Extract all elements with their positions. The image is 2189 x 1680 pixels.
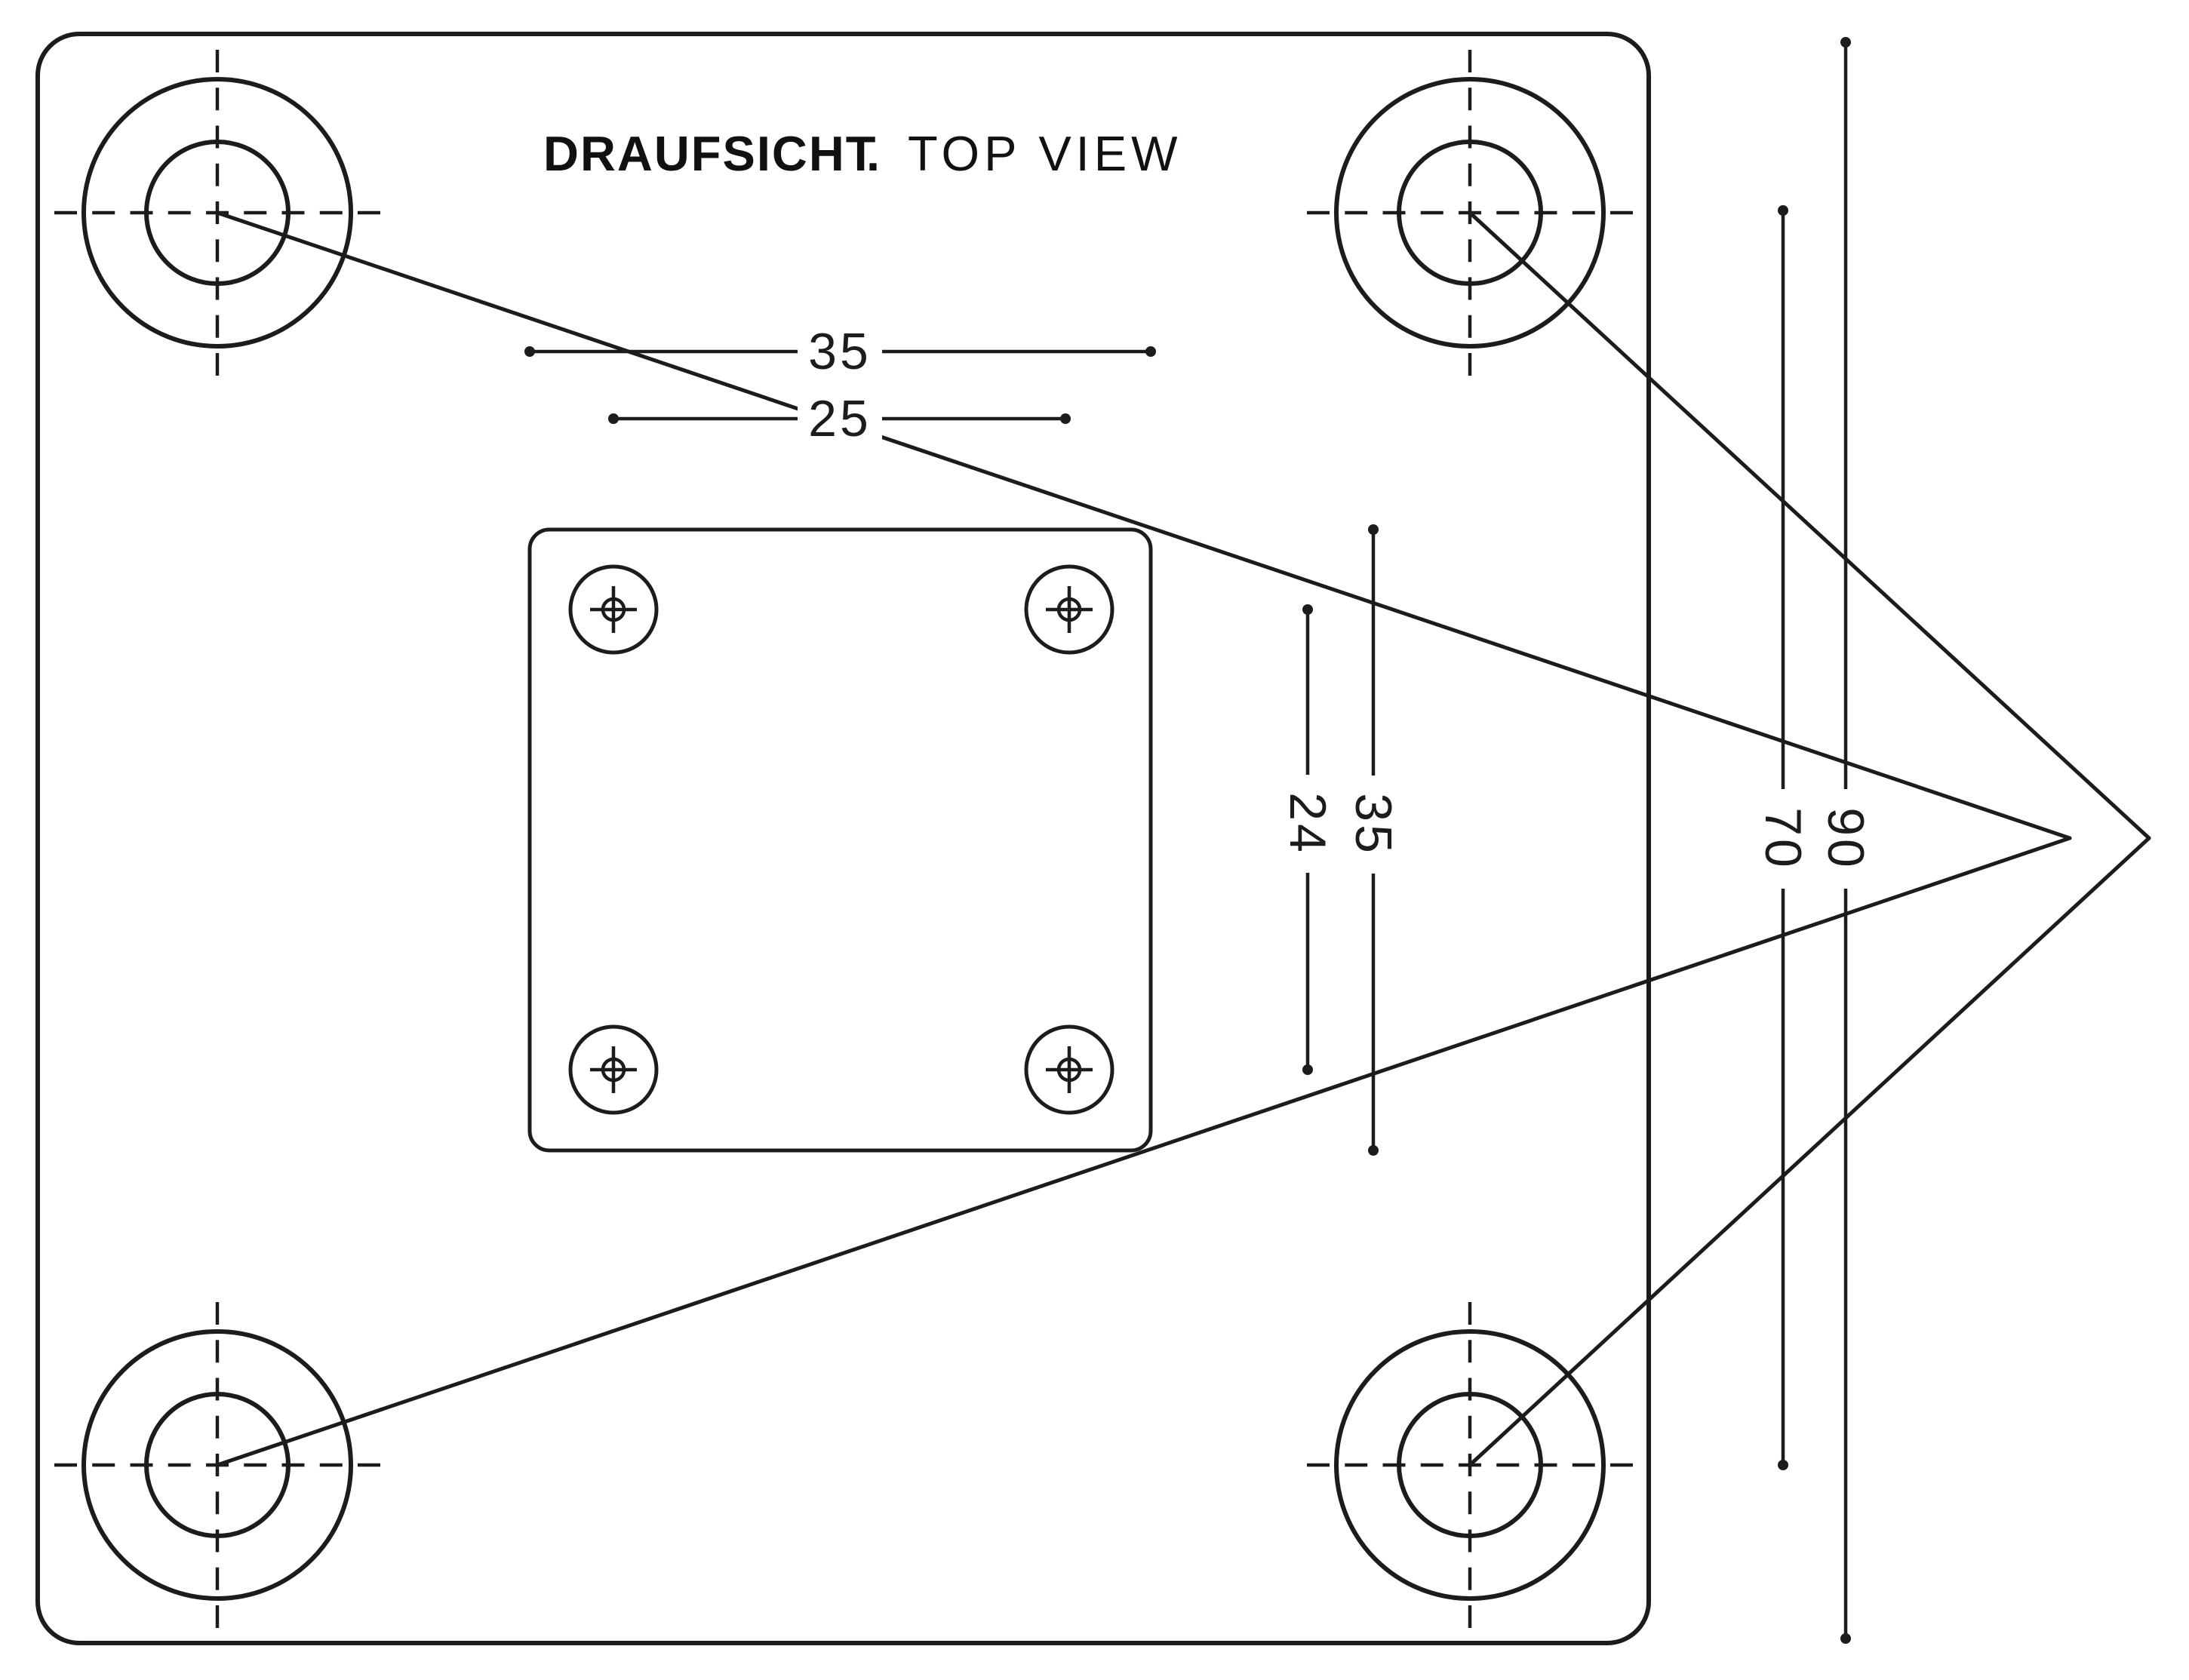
base-plate-outline [35,32,1651,1645]
hole-circle [568,1024,659,1115]
hole-circle [568,564,659,655]
drawing-title: DRAUFSICHT . TOP VIEW [543,126,1182,181]
leader-top-left-hole [215,210,2072,840]
mounting-hole-top-left [568,564,659,655]
dimension-center-plate-height: 35 [1340,524,1407,1156]
dimension-end-dot [1145,346,1156,357]
dimension-lines: 35 25 24 35 70 [524,37,1879,1644]
title-separator: . [866,126,881,181]
dimension-center-hole-spacing-x: 25 [608,385,1071,452]
dimension-end-dot [524,346,535,357]
label-knockout [798,385,882,452]
hole-circle [1024,564,1114,655]
dimension-end-dot [1368,524,1379,535]
mounting-hole-bottom-left [568,1024,659,1115]
dimension-end-dot [1368,1145,1379,1156]
dimension-value: 25 [808,390,872,447]
dimension-end-dot [1778,1460,1788,1470]
dimension-end-dot [1302,604,1313,615]
counterbore-circle [1334,77,1606,349]
counterbore-circle [81,1329,353,1601]
leader-bottom-right-hole [1468,836,2151,1467]
title-primary: DRAUFSICHT [543,126,877,181]
dimension-corner-hole-spacing: 70 [1750,205,1816,1470]
dimension-end-dot [1302,1064,1313,1075]
mounting-hole-bottom-right [1024,1024,1114,1115]
label-knockout [798,318,882,385]
dimension-value: 35 [1345,793,1402,856]
dimension-end-dot [1840,37,1851,48]
dimension-center-hole-spacing-y: 24 [1274,604,1341,1075]
hole-circle [1024,1024,1114,1115]
mounting-plate-outline [527,527,1153,1153]
dimension-center-plate-width: 35 [524,318,1156,385]
leader-bottom-left-hole [215,836,2072,1467]
mounting-hole-top-right [1024,564,1114,655]
base-plate [35,32,1651,1645]
label-knockout [1812,789,1879,889]
dimension-end-dot [608,413,619,424]
counterbore-circle [1334,1329,1606,1601]
dimension-end-dot [1840,1633,1851,1644]
dimension-value: 70 [1754,807,1812,871]
label-knockout [1750,789,1816,889]
label-knockout [1340,776,1407,874]
title-secondary: TOP VIEW [908,126,1182,181]
dimension-base-plate-size: 90 [1812,37,1879,1644]
center-mounting-plate [527,527,1153,1153]
dimension-end-dot [1060,413,1071,424]
leader-lines [215,210,2151,1467]
label-knockout [1274,775,1341,873]
counterbore-circle [81,77,353,349]
dimension-end-dot [1778,205,1788,216]
dimension-value: 90 [1817,807,1874,871]
dimension-value: 35 [808,323,872,380]
leader-top-right-hole [1468,210,2151,840]
dimension-value: 24 [1279,792,1336,855]
